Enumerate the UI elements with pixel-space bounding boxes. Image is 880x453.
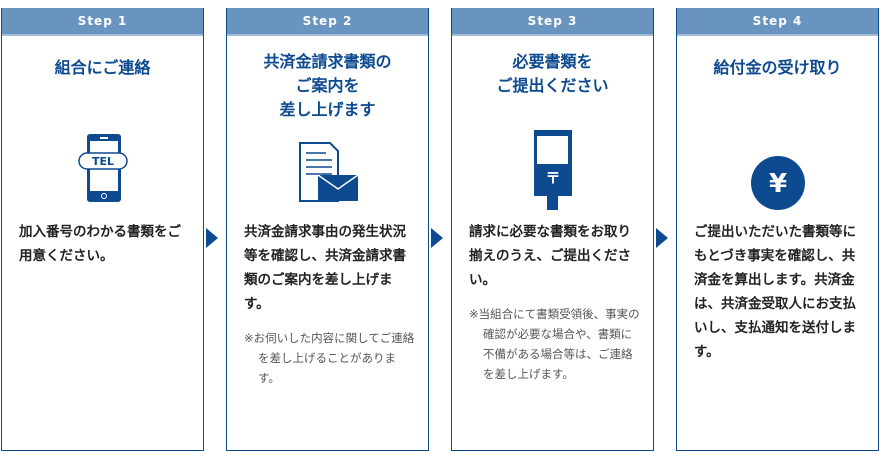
step-card-3: Step 3 必要書類を ご提出ください 〒 請求に必要な書類をお取り揃えのうえ…	[451, 8, 654, 451]
step-note: ※お伺いした内容に関してご連絡を差し上げることがあります。	[244, 331, 415, 385]
svg-text:¥: ¥	[768, 169, 786, 199]
step-label: Step 2	[227, 8, 428, 36]
step-card-1: Step 1 組合にご連絡 TEL 加入番号のわかる書類をご用意ください。	[1, 8, 204, 451]
arrow-right-icon	[431, 228, 443, 248]
step-note: ※当組合にて書類受領後、事実の確認が必要な場合や、書類に不備がある場合等は、ご連…	[469, 307, 640, 381]
phone-tel-icon: TEL	[77, 133, 128, 207]
svg-text:〒: 〒	[545, 169, 560, 187]
step-description: 加入番号のわかる書類をご用意ください。	[19, 224, 181, 264]
arrow-right-icon	[206, 228, 218, 248]
arrow-right-icon	[656, 228, 668, 248]
step-card-4: Step 4 給付金の受け取り ¥ ご提出いただいた書類等にもとづき事実を確認し…	[676, 8, 879, 451]
step-title: 給付金の受け取り	[713, 58, 842, 77]
step-card-2: Step 2 共済金請求書類の ご案内を 差し上げます 共済金請求事由の発生状況…	[226, 8, 429, 451]
step-label: Step 1	[2, 8, 203, 36]
step-description: ご提出いただいた書類等にもとづき事実を確認し、共済金を算出します。共済金は、共済…	[694, 224, 856, 360]
step-title: 必要書類を ご提出ください	[496, 52, 609, 95]
step-description: 共済金請求事由の発生状況等を確認し、共済金請求書類のご案内を差し上げます。※お伺…	[244, 220, 416, 388]
postbox-icon: 〒	[533, 129, 573, 215]
step-label: Step 3	[452, 8, 653, 36]
svg-text:TEL: TEL	[91, 155, 113, 168]
yen-coin-icon: ¥	[750, 156, 805, 214]
step-title: 共済金請求書類の ご案内を 差し上げます	[263, 52, 392, 119]
step-label: Step 4	[677, 8, 878, 36]
document-envelope-icon	[296, 141, 360, 207]
step-description: 請求に必要な書類をお取り揃えのうえ、ご提出ください。※当組合にて書類受領後、事実…	[469, 220, 641, 384]
step-title: 組合にご連絡	[54, 58, 151, 77]
